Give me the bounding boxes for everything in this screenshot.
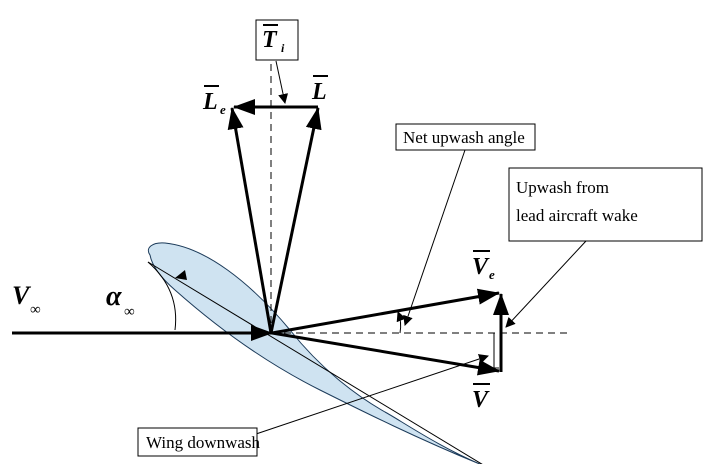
effective-velocity-vector	[271, 288, 500, 335]
net-upwash-arc	[396, 311, 406, 334]
ti-symbol: T	[262, 27, 278, 53]
effective-lift-vector	[227, 107, 273, 334]
le-symbol: L	[202, 89, 218, 115]
alpha-arc-arrow	[175, 270, 187, 280]
wing-downwash-leader	[255, 354, 489, 435]
ti-subscript: i	[281, 41, 285, 55]
l-symbol: L	[311, 79, 327, 105]
net-upwash-leader	[403, 149, 466, 326]
lift-vector	[269, 107, 322, 334]
ti-label-box	[255, 19, 299, 61]
ve-symbol: V	[472, 254, 490, 280]
vinf-subscript: ∞	[30, 302, 41, 318]
ti-leader-line	[275, 60, 289, 104]
net-upwash-label: Net upwash angle	[403, 128, 525, 147]
v-symbol: V	[472, 387, 490, 413]
airfoil	[147, 242, 482, 464]
wing-downwash-label: Wing downwash	[146, 433, 261, 452]
alpha-arc	[147, 261, 177, 331]
downwash-bracket	[493, 333, 499, 369]
upwash-label-line1: Upwash from	[516, 178, 609, 197]
upwash-leader	[505, 240, 587, 328]
wing-downwash-box	[137, 427, 258, 457]
alpha-subscript: ∞	[124, 304, 135, 320]
net-upwash-box	[395, 123, 536, 151]
le-subscript: e	[220, 102, 226, 117]
vinf-symbol: V	[12, 281, 32, 310]
alpha-symbol: α	[106, 281, 122, 312]
chord-line	[147, 261, 483, 464]
ve-subscript: e	[489, 267, 495, 282]
upwash-box	[508, 167, 703, 242]
upwash-label-line2: lead aircraft wake	[516, 206, 638, 225]
